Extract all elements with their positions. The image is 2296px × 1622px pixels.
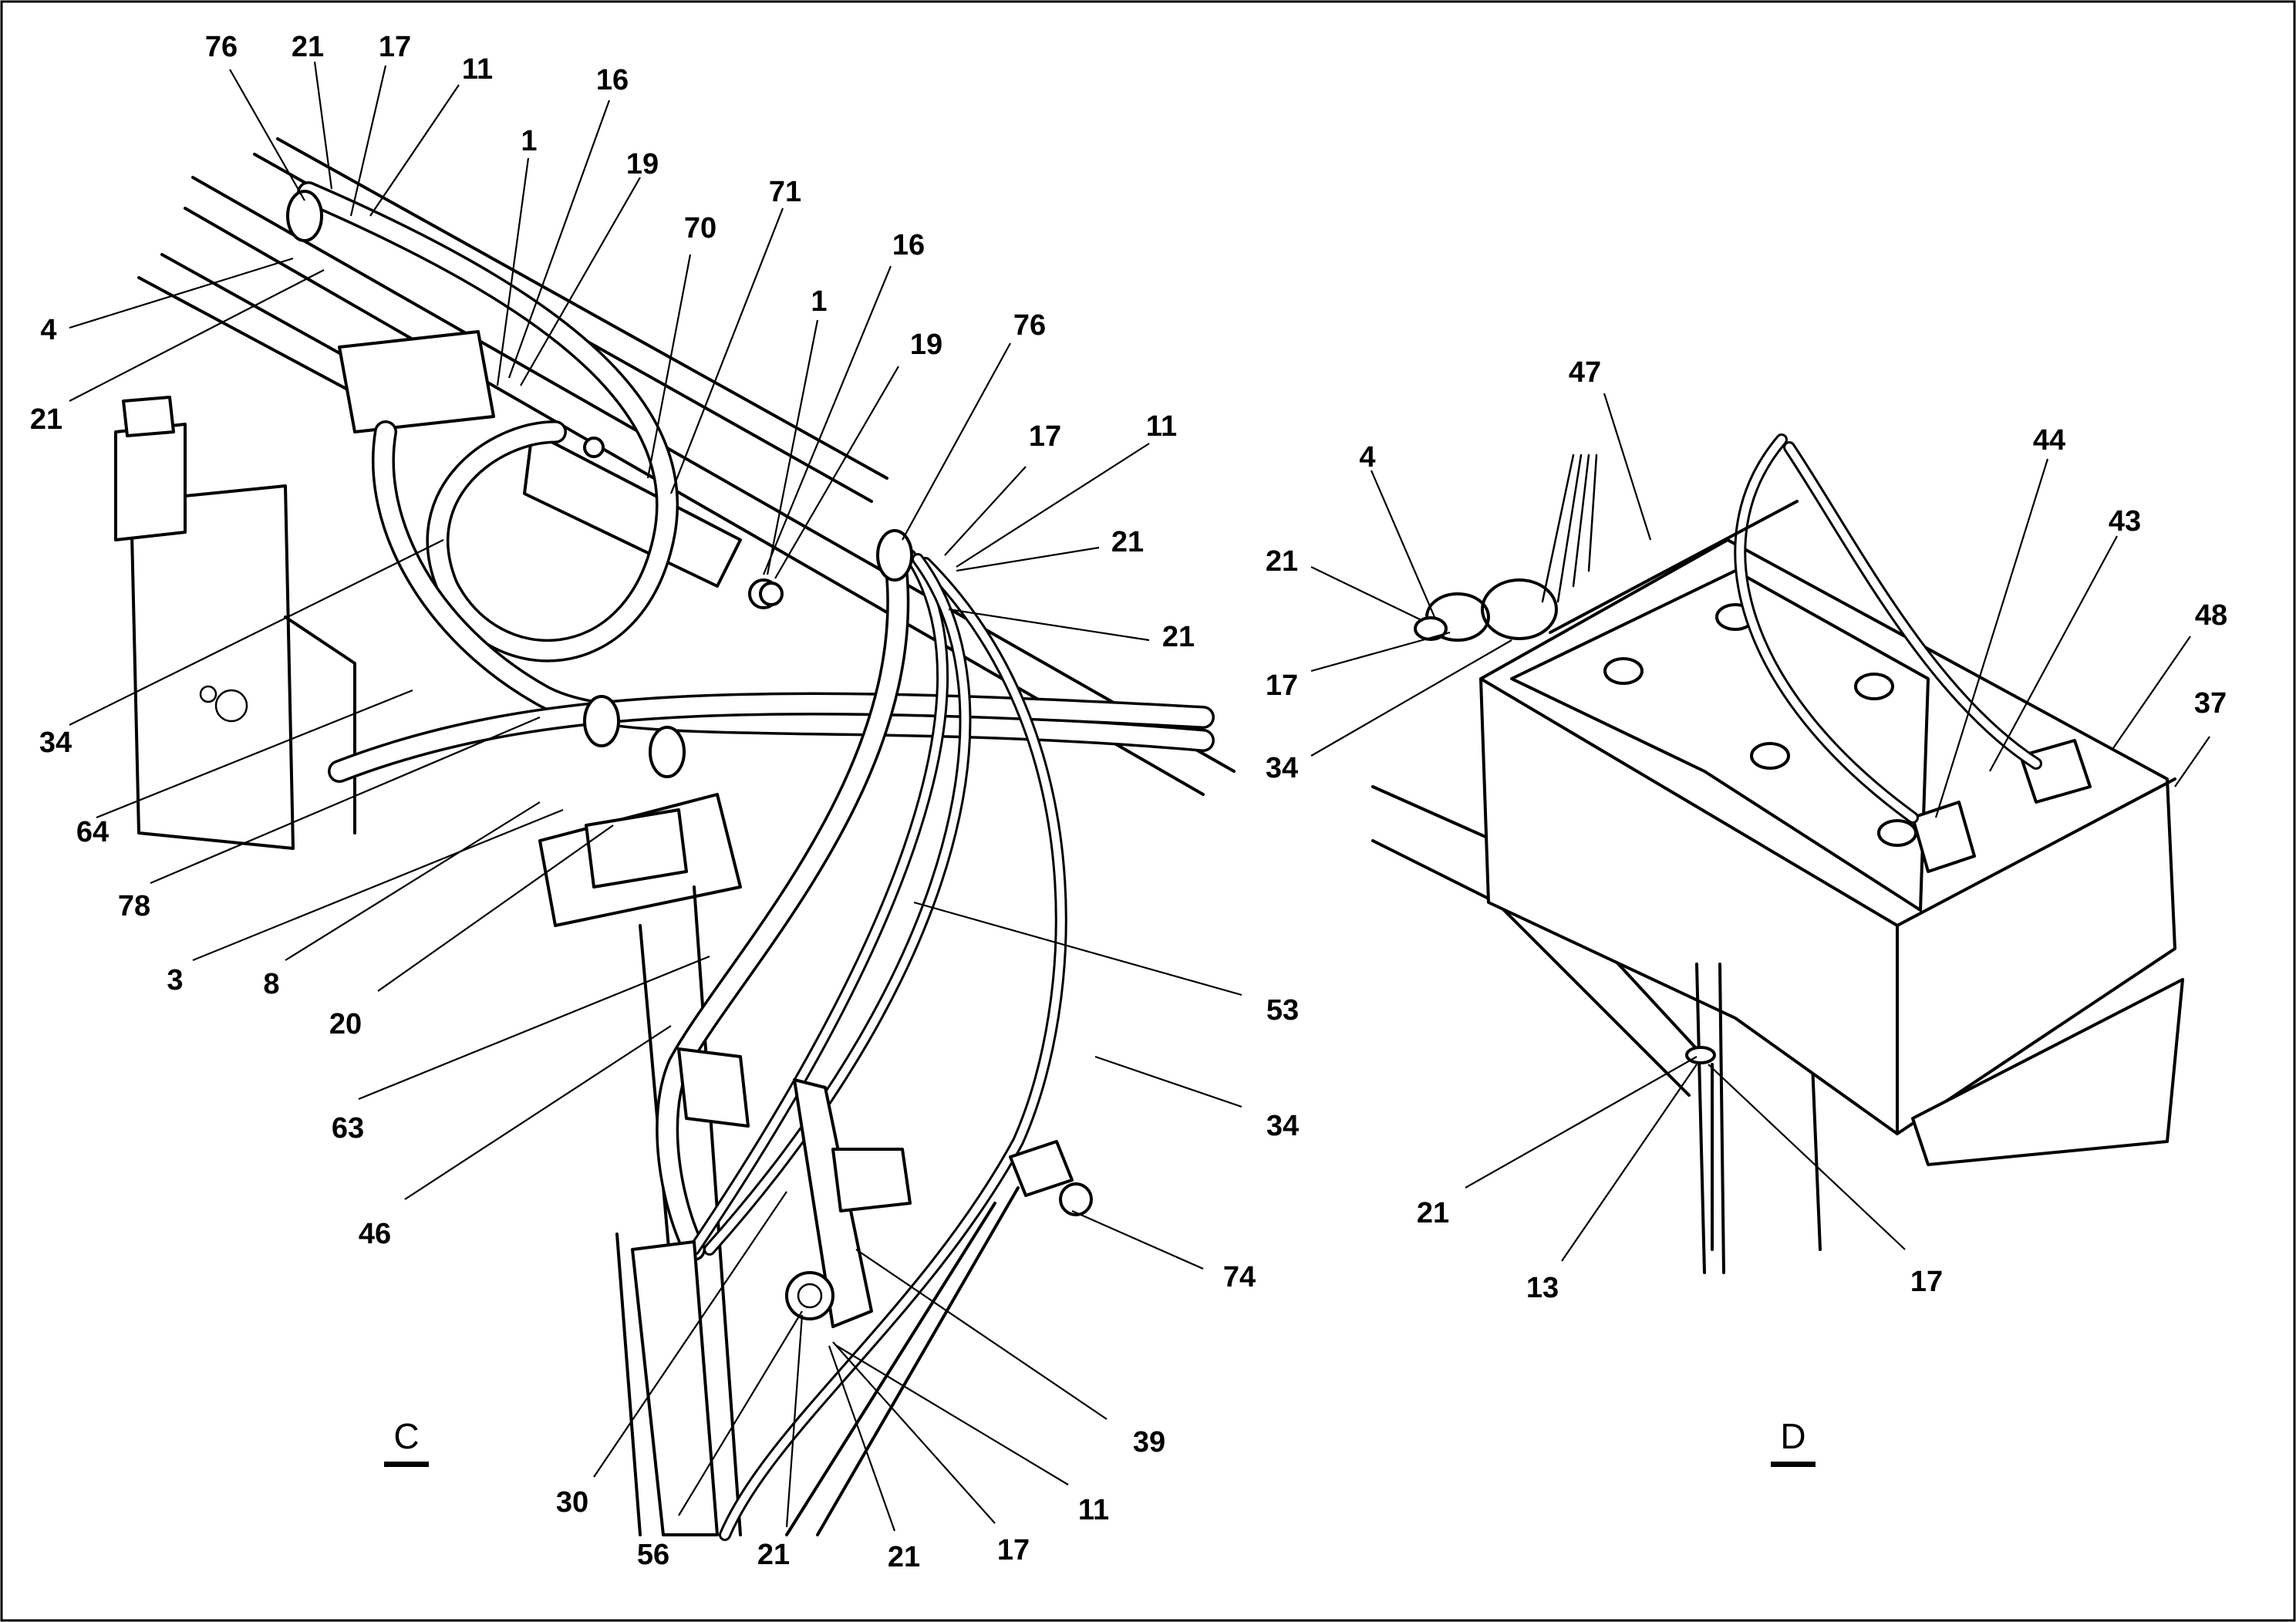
callout-4: 4: [40, 314, 56, 346]
callout-21: 21: [1266, 545, 1298, 578]
callout-4: 4: [1359, 441, 1375, 474]
view-label-d: D: [1780, 1416, 1805, 1456]
callout-19: 19: [910, 329, 942, 361]
callout-76: 76: [205, 31, 238, 63]
callout-16: 16: [892, 229, 925, 261]
callout-21: 21: [292, 31, 324, 63]
callout-34: 34: [1266, 1110, 1299, 1142]
view-label-c-underline: [384, 1462, 429, 1467]
callout-34: 34: [1266, 752, 1298, 784]
callout-43: 43: [2109, 505, 2141, 538]
view-label-c: C: [393, 1416, 419, 1456]
callout-21: 21: [1417, 1197, 1449, 1229]
view-c-callouts: 76 21 17 11 16 1 19 71 70 16 1 19 76 17 …: [30, 31, 1299, 1573]
callout-21: 21: [1111, 526, 1144, 558]
callout-63: 63: [332, 1112, 364, 1145]
callout-19: 19: [626, 148, 659, 180]
callout-74: 74: [1223, 1261, 1256, 1293]
view-label-d-underline: [1771, 1462, 1816, 1467]
callout-34: 34: [39, 727, 72, 759]
callout-21: 21: [757, 1539, 790, 1571]
callout-17: 17: [1910, 1266, 1943, 1298]
callout-1: 1: [521, 125, 537, 157]
callout-71: 71: [769, 176, 801, 208]
callout-64: 64: [76, 816, 109, 848]
callout-30: 30: [556, 1486, 588, 1519]
callout-17: 17: [379, 31, 411, 63]
callout-21: 21: [888, 1541, 920, 1573]
view-d-callouts: 47 4 21 17 34 44 43 48 37 21 13 17: [1266, 356, 2227, 1304]
callout-78: 78: [118, 890, 150, 922]
view-d-drawing: [1371, 433, 2184, 1274]
callout-76: 76: [1013, 309, 1046, 342]
callout-37: 37: [2194, 687, 2227, 720]
callout-48: 48: [2195, 599, 2227, 632]
view-labels: C D: [384, 1416, 1816, 1467]
callout-53: 53: [1266, 994, 1299, 1027]
callout-3: 3: [167, 964, 183, 996]
callout-47: 47: [1569, 356, 1601, 389]
callout-8: 8: [263, 968, 279, 1000]
callout-17: 17: [997, 1534, 1030, 1566]
callout-46: 46: [359, 1218, 391, 1250]
callout-21: 21: [30, 403, 62, 436]
callout-20: 20: [329, 1008, 362, 1040]
callout-21: 21: [1162, 621, 1195, 653]
callout-44: 44: [2033, 424, 2065, 457]
view-c-leaders: [69, 61, 1242, 1532]
callout-16: 16: [596, 64, 629, 96]
callout-13: 13: [1526, 1272, 1559, 1304]
callout-17: 17: [1266, 669, 1298, 702]
callout-39: 39: [1133, 1426, 1165, 1458]
callout-56: 56: [637, 1539, 669, 1571]
callout-1: 1: [811, 285, 827, 318]
callout-11: 11: [462, 53, 493, 86]
callout-11: 11: [1146, 410, 1177, 443]
view-c-drawing: [114, 137, 1236, 1541]
callout-70: 70: [684, 212, 716, 244]
callout-17: 17: [1029, 420, 1061, 453]
view-d-leaders: [1310, 393, 2210, 1262]
callout-11: 11: [1078, 1494, 1109, 1526]
